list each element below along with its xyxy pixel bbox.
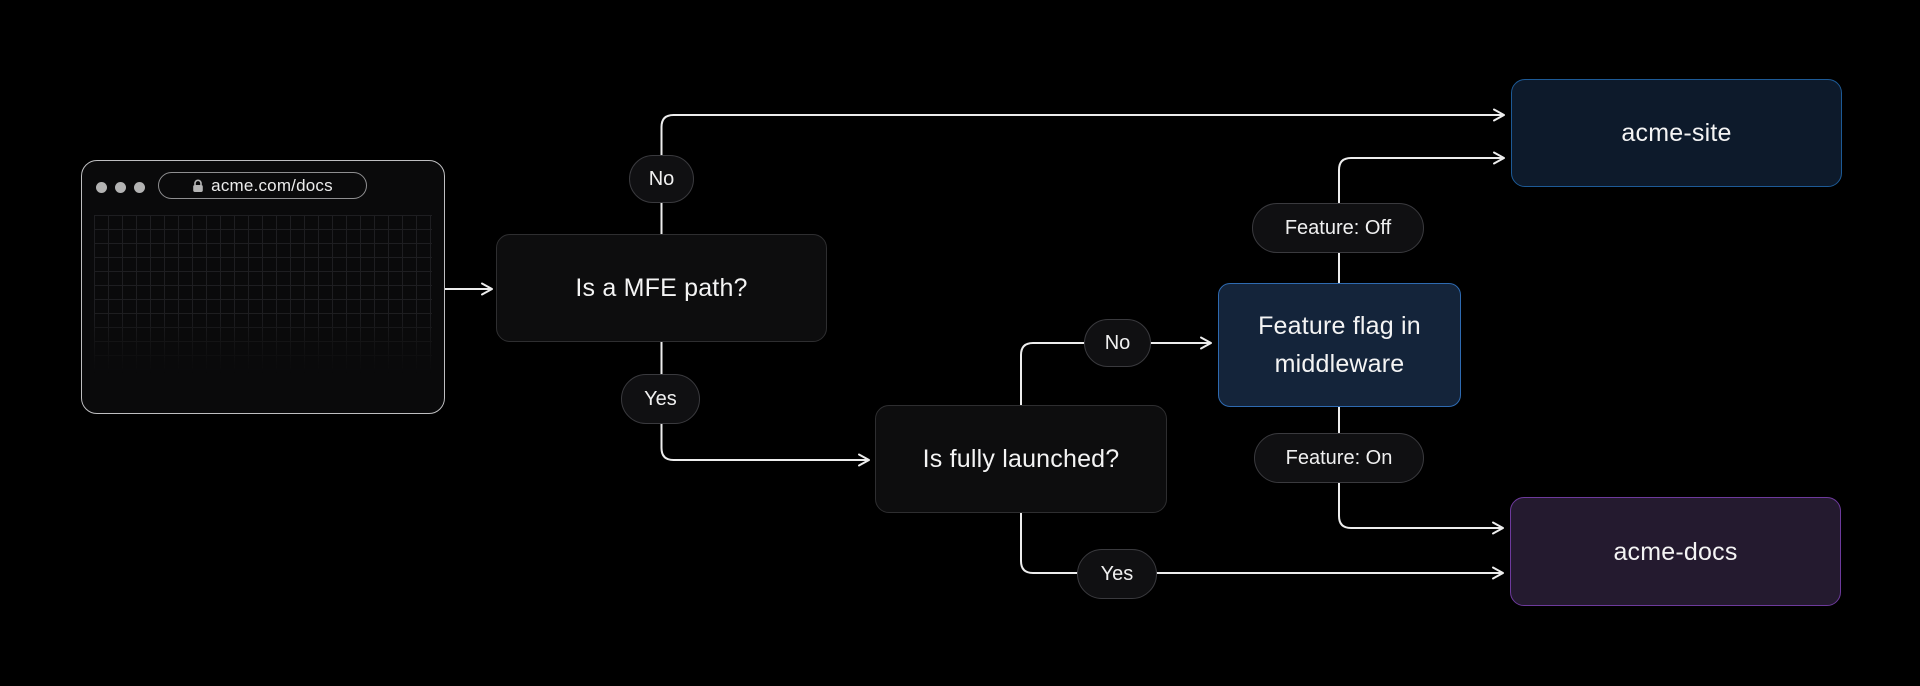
connector-launched-no-to-feature (1020, 336, 1212, 405)
connector-feature-on-to-docs (1338, 407, 1504, 535)
window-control-dot (115, 182, 126, 193)
badge-mfe-yes: Yes (621, 374, 700, 424)
url-text: acme.com/docs (211, 175, 333, 195)
node-acme-site: acme-site (1511, 79, 1842, 187)
lock-icon (193, 179, 203, 192)
node-acme-site-label: acme-site (1621, 119, 1732, 147)
badge-launched-no: No (1084, 319, 1151, 367)
node-acme-docs-label: acme-docs (1613, 537, 1738, 566)
node-feature-flag-label: Feature flag in middleware (1258, 312, 1421, 378)
node-fully-launched: Is fully launched? (875, 405, 1167, 513)
node-mfe-question-label: Is a MFE path? (575, 274, 748, 302)
browser-window: acme.com/docs (81, 160, 445, 414)
window-control-dot (134, 182, 145, 193)
window-control-dot (96, 182, 107, 193)
node-mfe-question: Is a MFE path? (496, 234, 827, 342)
badge-mfe-no: No (629, 155, 694, 203)
connector-launched-yes-to-docs (1020, 513, 1504, 580)
badge-launched-yes: Yes (1077, 549, 1157, 599)
url-bar: acme.com/docs (158, 172, 367, 199)
badge-feature-off: Feature: Off (1252, 203, 1424, 253)
node-feature-flag: Feature flag in middleware (1218, 283, 1461, 407)
badge-feature-on: Feature: On (1254, 433, 1424, 483)
browser-grid (94, 215, 432, 373)
node-fully-launched-label: Is fully launched? (922, 445, 1120, 473)
connector-mfe-no-to-site (660, 108, 1505, 234)
connector-feature-off-to-site (1338, 151, 1505, 283)
node-acme-docs: acme-docs (1510, 497, 1841, 606)
connector-mfe-yes-to-launched (660, 342, 870, 467)
window-controls (96, 182, 145, 193)
